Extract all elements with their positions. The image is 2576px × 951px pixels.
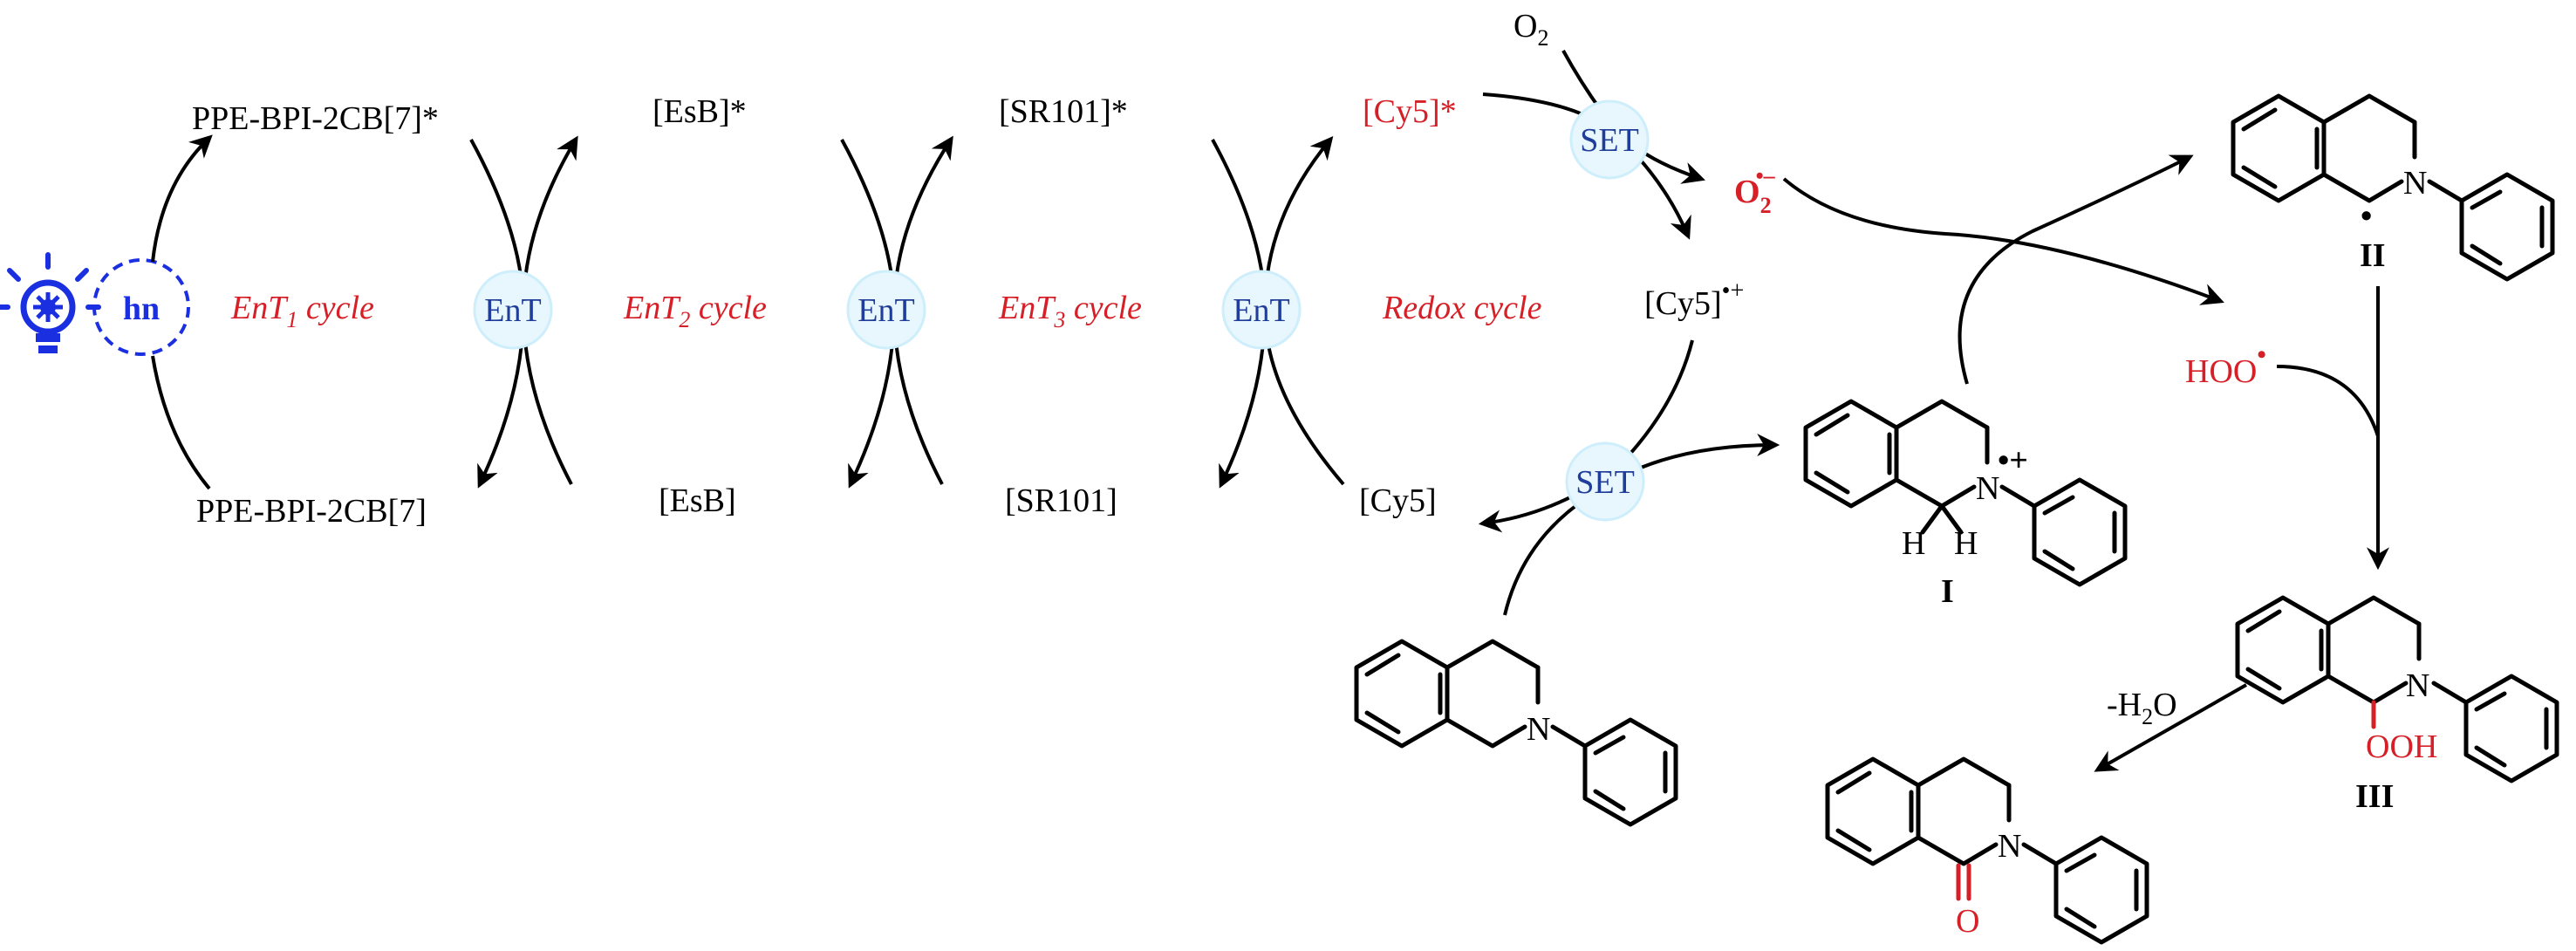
cycle-label-2: EnT2 cycle xyxy=(623,290,767,332)
ent-node-1 xyxy=(473,270,553,350)
sr101-ground-label: [SR101] xyxy=(1005,482,1117,519)
intermediate-iii-ooh: OOH xyxy=(2366,729,2437,765)
esb-excited-label: [EsB]* xyxy=(653,93,747,130)
cycle-label-4: Redox cycle xyxy=(1382,290,1542,326)
substrate-nitrogen: N xyxy=(1527,711,1550,748)
product-carbonyl-oxygen: O xyxy=(1956,903,1979,940)
relaxation-curve xyxy=(151,355,211,490)
product-structure xyxy=(1825,756,2149,945)
intermediate-iii-structure xyxy=(2235,595,2559,783)
esb-ground-label: [EsB] xyxy=(659,482,736,519)
intermediate-i-h-right: H xyxy=(1954,525,1978,562)
substrate-structure xyxy=(1354,639,1678,827)
o2-label: O2 xyxy=(1513,8,1548,51)
sr101-excited-label: [SR101]* xyxy=(999,93,1128,130)
ent-node-2-label: EnT xyxy=(858,292,914,329)
intermediate-iii-label: III xyxy=(2355,778,2394,815)
cy5-radical-cation-label: [Cy5]•+ xyxy=(1644,277,1744,322)
light-bulb-icon xyxy=(0,252,101,353)
iii-to-product-arrow xyxy=(2094,683,2247,772)
set-node-lower xyxy=(1565,441,1645,522)
ent-node-1-label: EnT xyxy=(484,292,541,329)
cy5-excited-label: [Cy5]* xyxy=(1363,93,1457,130)
ent-node-3 xyxy=(1221,270,1302,350)
intermediate-iii-nitrogen: N xyxy=(2406,667,2429,704)
intermediate-i-h-left: H xyxy=(1902,525,1925,562)
product-nitrogen: N xyxy=(1998,828,2021,865)
intermediate-i-structure xyxy=(1803,399,2128,587)
light-label: hn xyxy=(123,291,160,327)
intermediate-ii-nitrogen: N xyxy=(2403,165,2427,202)
intermediate-i-nitrogen: N xyxy=(1976,470,1999,507)
minus-water-label: -H2O xyxy=(2107,687,2177,729)
cycle-label-3: EnT3 cycle xyxy=(998,290,1142,332)
ent-node-3-label: EnT xyxy=(1233,292,1289,329)
ppe-ground-label: PPE-BPI-2CB[7] xyxy=(196,493,427,530)
set-node-upper xyxy=(1569,99,1650,180)
cycle-label-1: EnT1 cycle xyxy=(230,290,374,332)
ent-node-2 xyxy=(846,270,926,350)
set-node-upper-label: SET xyxy=(1580,122,1639,159)
intermediate-ii-structure xyxy=(2231,93,2555,282)
superoxide-to-hoo-arrow xyxy=(1782,177,2224,305)
superoxide-label: O2•– xyxy=(1734,163,1776,218)
light-circle xyxy=(92,258,190,356)
ppe-excited-label: PPE-BPI-2CB[7]* xyxy=(192,100,439,137)
intermediate-i-label: I xyxy=(1941,573,1954,610)
set-node-lower-label: SET xyxy=(1575,464,1635,501)
hoo-join-curve xyxy=(2276,365,2380,437)
hoo-radical-label: HOO• xyxy=(2185,340,2266,390)
intermediate-i-to-ii-arrow xyxy=(1958,154,2194,385)
intermediate-ii-label: II xyxy=(2360,237,2386,274)
intermediate-i-charge: •+ xyxy=(1998,442,2028,479)
intermediate-ii-radical-dot: • xyxy=(2361,198,2372,235)
excitation-arrow xyxy=(151,134,213,263)
cy5-ground-label: [Cy5] xyxy=(1359,482,1437,519)
